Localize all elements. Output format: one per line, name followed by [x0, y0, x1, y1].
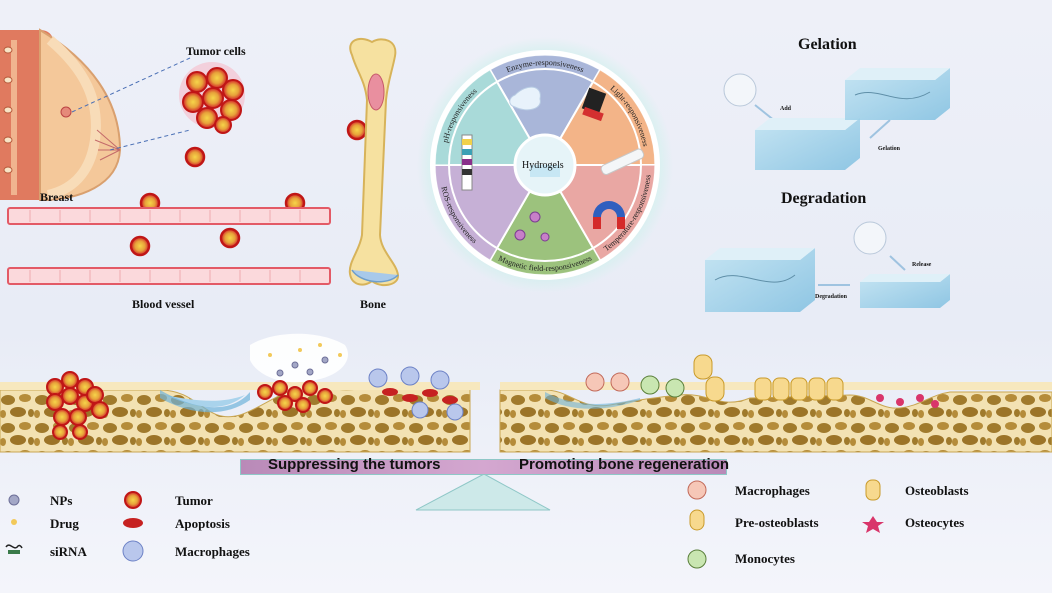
- add-label: Add: [780, 106, 792, 112]
- tumor-cluster: [179, 62, 245, 134]
- legend-osteoblasts: Osteoblasts: [905, 483, 969, 498]
- breast-illustration: [0, 28, 191, 202]
- degradation-title: Degradation: [781, 190, 867, 207]
- legend-right-icons: [687, 479, 884, 569]
- suppressing-tumors-label: Suppressing the tumors: [268, 456, 441, 473]
- gelation-step-label: Gelation: [878, 146, 900, 152]
- bone-tissue-left: [0, 333, 480, 453]
- balance-beam: [240, 459, 727, 475]
- breast-label: Breast: [40, 190, 74, 204]
- release-label: Release: [912, 262, 932, 268]
- legend-pre-osteoblasts: Pre-osteoblasts: [735, 515, 819, 530]
- legend-nps: NPs: [50, 493, 73, 508]
- legend-macrophages-left: Macrophages: [175, 544, 250, 559]
- bone-tissue-right: [499, 354, 1052, 453]
- degradation-diagram: [705, 221, 950, 312]
- legend-tumor: Tumor: [175, 493, 213, 508]
- legend-apoptosis: Apoptosis: [175, 516, 230, 531]
- hydrogel-wheel: Enzyme-responsivenessLight-responsivenes…: [417, 37, 673, 293]
- femur-illustration: [348, 37, 399, 287]
- blood-vessel-label: Blood vessel: [132, 297, 195, 311]
- blood-vessel: [7, 207, 331, 285]
- legend-sirna: siRNA: [50, 544, 87, 559]
- gelation-diagram: [723, 68, 950, 170]
- balance-fulcrum: [415, 473, 551, 511]
- legend-macrophages-right: Macrophages: [735, 483, 810, 498]
- bone-label: Bone: [360, 297, 387, 311]
- legend-left-icons: [5, 491, 144, 562]
- legend-monocytes: Monocytes: [735, 551, 795, 566]
- tumor-cells-label: Tumor cells: [186, 44, 246, 58]
- legend-osteocytes: Osteocytes: [905, 515, 965, 530]
- wheel-center-label: Hydrogels: [522, 160, 564, 171]
- legend-drug: Drug: [50, 516, 79, 531]
- circulating-tumor-cells: [129, 119, 368, 257]
- promoting-bone-label: Promoting bone regeneration: [519, 456, 730, 473]
- gelation-title: Gelation: [798, 36, 857, 53]
- degradation-step-label: Degradation: [815, 294, 847, 300]
